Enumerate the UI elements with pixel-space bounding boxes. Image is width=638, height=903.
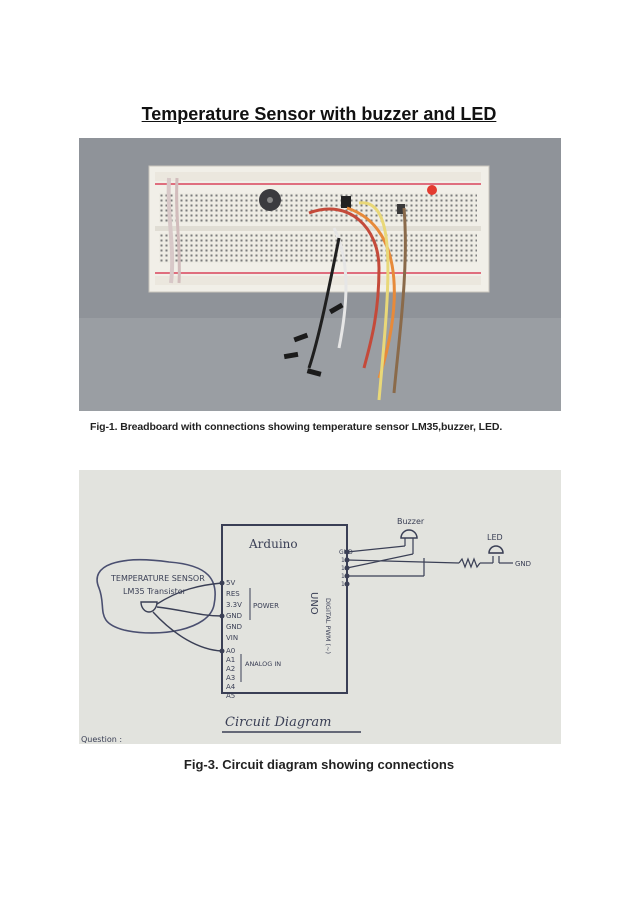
analog-pin-0: A0: [226, 647, 235, 655]
uno-label: UNO: [308, 592, 319, 615]
analog-pin-3: A3: [226, 674, 235, 682]
analog-label: ANALOG IN: [245, 660, 281, 668]
gnd-label: GND: [515, 560, 531, 568]
power-pin-5: VIN: [226, 634, 238, 642]
led-label: LED: [487, 533, 503, 542]
analog-pin-1: A1: [226, 656, 235, 664]
buzzer-label: Buzzer: [397, 517, 425, 526]
document-title: Temperature Sensor with buzzer and LED: [141, 104, 497, 124]
analog-pin-4: A4: [226, 683, 236, 691]
digital-label: DIGITAL PWM (~): [324, 598, 332, 654]
breadboard-illustration: [79, 138, 561, 411]
sensor-label-line2: LM35 Transistor: [123, 587, 187, 596]
analog-pin-5: A5: [226, 692, 235, 700]
circuit-diagram-illustration: Arduino UNO DIGITAL PWM (~) 5V RES 3.3V …: [79, 470, 561, 744]
board-label: Arduino: [248, 537, 298, 551]
power-label: POWER: [253, 602, 279, 610]
circuit-diagram-handwritten-label: Circuit Diagram: [225, 715, 331, 730]
figure1-caption: Fig-1. Breadboard with connections showi…: [90, 421, 503, 433]
power-pin-4: GND: [226, 623, 242, 631]
figure3-caption: Fig-3. Circuit diagram showing connectio…: [183, 757, 455, 772]
corner-text: Question :: [81, 735, 122, 744]
power-pin-3: GND: [226, 612, 242, 620]
circuit-diagram: Arduino UNO DIGITAL PWM (~) 5V RES 3.3V …: [79, 470, 561, 744]
power-pin-0: 5V: [226, 579, 235, 587]
analog-pin-2: A2: [226, 665, 235, 673]
power-pin-1: RES: [226, 590, 240, 598]
sensor-label-line1: TEMPERATURE SENSOR: [110, 574, 205, 583]
power-pin-2: 3.3V: [226, 601, 242, 609]
breadboard-photo: [79, 138, 561, 411]
